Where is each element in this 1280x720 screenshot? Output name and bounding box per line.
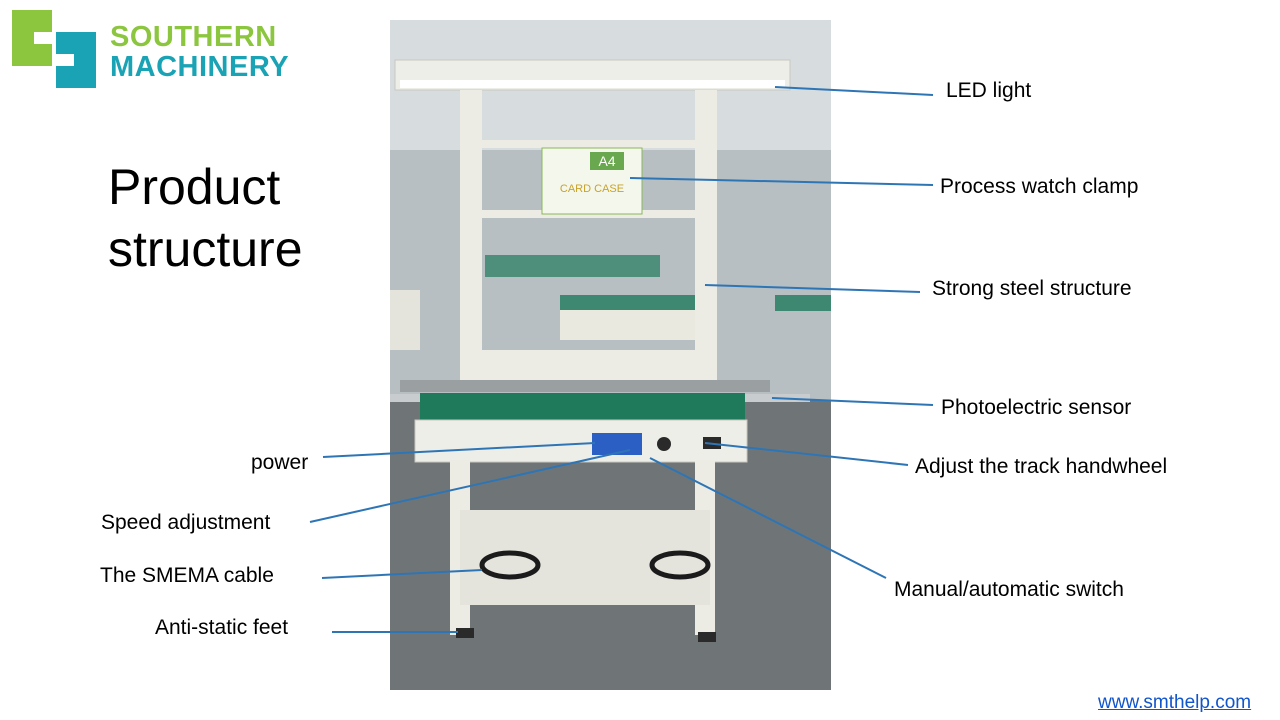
label-speed-adjustment: Speed adjustment — [101, 511, 271, 534]
logo-mark-icon — [12, 10, 96, 88]
label-power: power — [251, 451, 309, 474]
title-line-1: Product — [108, 159, 281, 215]
company-logo: SOUTHERN MACHINERY — [10, 8, 310, 92]
label-process-watch-clamp: Process watch clamp — [940, 175, 1139, 198]
label-smema-cable: The SMEMA cable — [100, 564, 274, 587]
label-strong-steel-structure: Strong steel structure — [932, 277, 1132, 300]
website-link[interactable]: www.smthelp.com — [1098, 692, 1252, 713]
conveyor-illustration: A4 CARD CASE — [390, 20, 831, 690]
card-subtitle-text: CARD CASE — [560, 183, 624, 195]
label-photoelectric-sensor: Photoelectric sensor — [941, 396, 1132, 419]
label-led-light: LED light — [946, 79, 1032, 102]
card-title-text: A4 — [598, 153, 615, 169]
title-line-2: structure — [108, 221, 303, 277]
logo-line-2: MACHINERY — [110, 51, 290, 83]
page-title: Product structure — [108, 156, 368, 280]
logo-line-1: SOUTHERN — [110, 21, 277, 53]
label-adjust-track-handwheel: Adjust the track handwheel — [915, 455, 1168, 478]
label-manual-automatic-switch: Manual/automatic switch — [894, 578, 1124, 601]
label-anti-static-feet: Anti-static feet — [155, 616, 289, 639]
product-photo: A4 CARD CASE — [390, 20, 831, 690]
